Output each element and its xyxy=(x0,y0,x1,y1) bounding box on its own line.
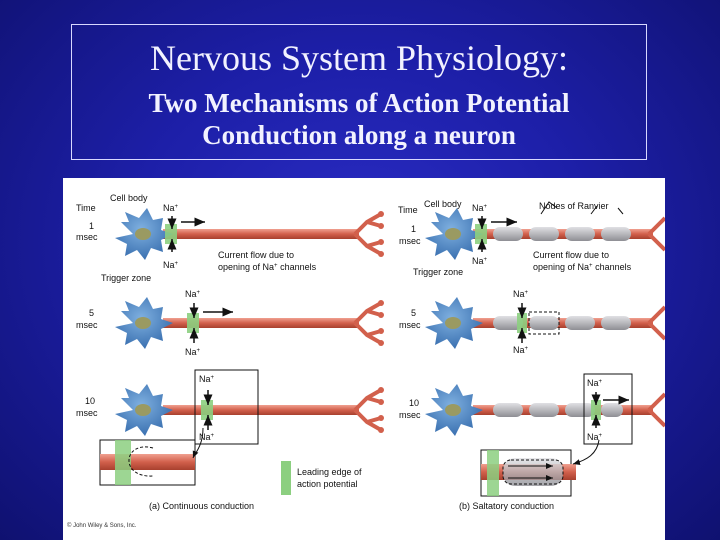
time-a-1-unit: msec xyxy=(76,232,98,242)
time-a-5-num: 5 xyxy=(89,308,94,318)
time-b-10-num: 10 xyxy=(409,398,419,408)
trigger-zone-label-a: Trigger zone xyxy=(101,273,151,283)
current-flow-line1-b: Current flow due to xyxy=(533,250,609,260)
time-label-a: Time xyxy=(76,203,96,213)
na-label-a1-bottom: Na+ xyxy=(163,260,179,270)
time-b-1-num: 1 xyxy=(411,224,416,234)
slide-subtitle: Two Mechanisms of Action Potential Condu… xyxy=(72,87,646,151)
panel-b-labels: Time Cell body Na+ Na+ Nodes of Ranvier … xyxy=(398,199,632,511)
na-label-b10-bottom: Na+ xyxy=(587,432,603,442)
leading-edge-line1: Leading edge of xyxy=(297,467,362,477)
panel-a xyxy=(99,208,384,495)
time-b-10-unit: msec xyxy=(399,410,421,420)
time-b-1-unit: msec xyxy=(399,236,421,246)
zoom-inset-a xyxy=(99,427,204,486)
trigger-zone-label-b: Trigger zone xyxy=(413,267,463,277)
caption-b: (b) Saltatory conduction xyxy=(459,501,554,511)
cell-body-label-b: Cell body xyxy=(424,199,462,209)
conduction-figure: Time Cell body Na+ Na+ 1 msec Trigger zo… xyxy=(63,178,665,540)
time-a-10-unit: msec xyxy=(76,408,98,418)
na-label-a5-top: Na+ xyxy=(185,289,201,299)
time-b-5-num: 5 xyxy=(411,308,416,318)
na-label-b10-top: Na+ xyxy=(587,378,603,388)
na-label-b5-bottom: Na+ xyxy=(513,345,529,355)
na-label-b1-top: Na+ xyxy=(472,203,488,213)
neuron-a-5 xyxy=(115,297,384,349)
time-a-10-num: 10 xyxy=(85,396,95,406)
time-b-5-unit: msec xyxy=(399,320,421,330)
copyright-label: © John Wiley & Sons, Inc. xyxy=(67,522,137,529)
neuron-b-5 xyxy=(425,297,665,349)
neuron-b-10 xyxy=(425,373,665,445)
zoom-inset-b xyxy=(480,439,600,497)
cell-body-label-a: Cell body xyxy=(110,193,148,203)
current-flow-line1-a: Current flow due to xyxy=(218,250,294,260)
subtitle-line-1: Two Mechanisms of Action Potential xyxy=(148,88,570,118)
current-flow-line2-b: opening of Na+ channels xyxy=(533,262,632,272)
time-a-5-unit: msec xyxy=(76,320,98,330)
caption-a: (a) Continuous conduction xyxy=(149,501,254,511)
current-flow-line2-a: opening of Na+ channels xyxy=(218,262,317,272)
nodes-of-ranvier-label: Nodes of Ranvier xyxy=(539,201,609,211)
panel-a-labels: Time Cell body Na+ Na+ 1 msec Trigger zo… xyxy=(76,193,362,511)
conduction-diagram: Time Cell body Na+ Na+ 1 msec Trigger zo… xyxy=(67,193,665,529)
time-label-b: Time xyxy=(398,205,418,215)
neuron-b-1 xyxy=(425,201,665,260)
na-label-b5-top: Na+ xyxy=(513,289,529,299)
na-label-b1-bottom: Na+ xyxy=(472,256,488,266)
title-box: Nervous System Physiology: Two Mechanism… xyxy=(71,24,647,160)
na-label-a10-top: Na+ xyxy=(199,374,215,384)
neuron-a-10 xyxy=(115,369,384,445)
neuron-a-1 xyxy=(115,208,384,260)
leading-edge-line2: action potential xyxy=(297,479,358,489)
na-label-a5-bottom: Na+ xyxy=(185,347,201,357)
slide-title: Nervous System Physiology: xyxy=(149,38,569,78)
leading-edge-swatch xyxy=(281,461,291,495)
panel-b xyxy=(425,201,665,497)
time-a-1-num: 1 xyxy=(89,221,94,231)
subtitle-line-2: Conduction along a neuron xyxy=(202,120,516,150)
na-label-a1-top: Na+ xyxy=(163,203,179,213)
na-label-a10-bottom: Na+ xyxy=(199,432,215,442)
